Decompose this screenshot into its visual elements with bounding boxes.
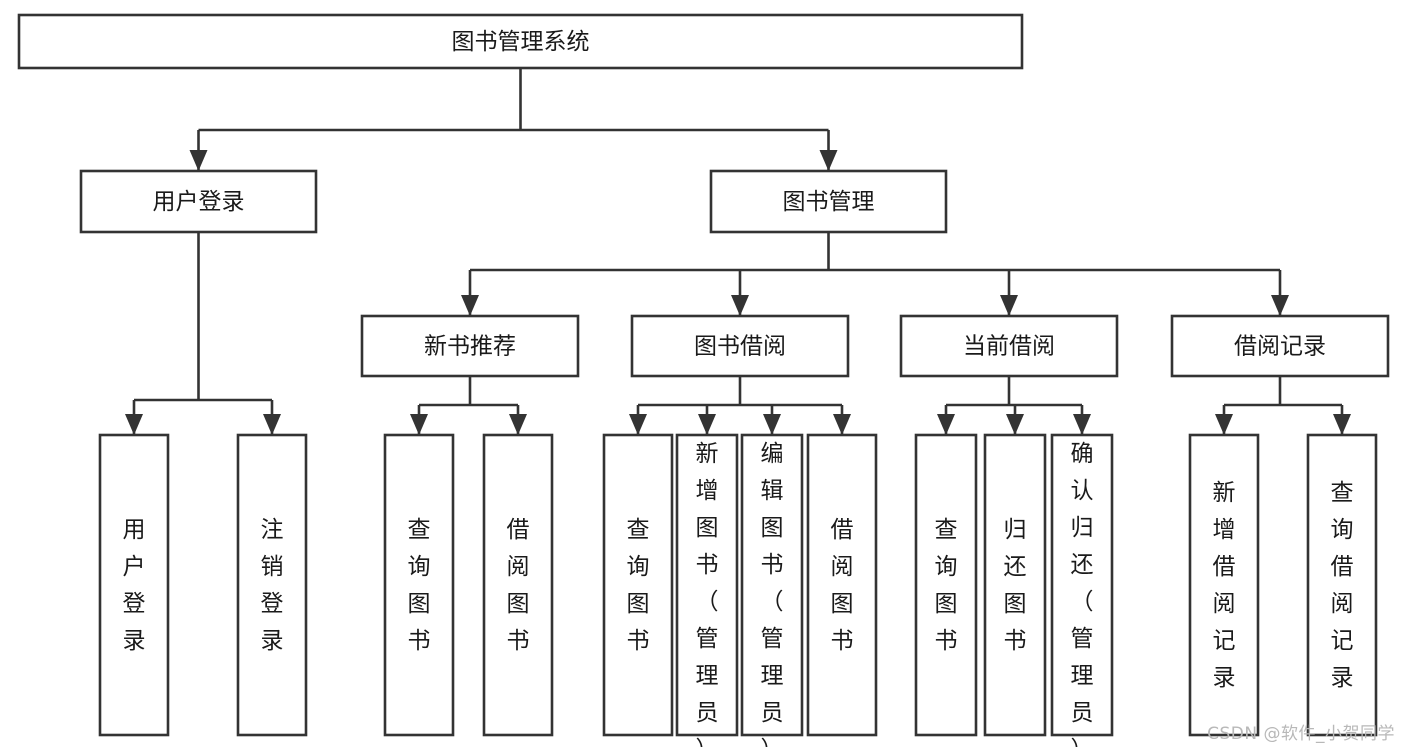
arrow-head-icon [937, 414, 955, 435]
node-box-leaf-query-book-cb [914, 433, 978, 737]
node-leaf-user-login[interactable]: 用户登录 [98, 433, 170, 737]
node-label-leaf-edit-book: 编辑图书（管理员） [761, 441, 784, 747]
arrow-head-icon [1333, 414, 1351, 435]
node-leaf-query-book-cb[interactable]: 查询图书 [914, 433, 978, 737]
arrow-head-icon [410, 414, 428, 435]
node-label-current-borrow: 当前借阅 [963, 334, 1055, 360]
node-leaf-add-book[interactable]: 新增图书（管理员） [675, 433, 739, 747]
arrow-head-icon [1006, 414, 1024, 435]
node-label-leaf-query-record: 查询借阅记录 [1331, 480, 1354, 691]
arrow-head-icon [461, 295, 479, 316]
node-box-root [17, 13, 1024, 70]
node-label-new-book-recommend: 新书推荐 [424, 334, 516, 360]
node-leaf-return-book[interactable]: 归还图书 [983, 433, 1047, 737]
node-box-borrow-record [1170, 314, 1390, 378]
node-label-leaf-confirm-return: 确认归还（管理员） [1071, 441, 1094, 747]
node-label-leaf-add-record: 新增借阅记录 [1213, 480, 1236, 691]
node-label-book-borrow: 图书借阅 [694, 334, 786, 360]
node-label-leaf-query-book-bb: 查询图书 [627, 517, 650, 654]
node-user-login[interactable]: 用户登录 [79, 169, 318, 234]
node-label-leaf-query-book-cb: 查询图书 [935, 517, 958, 654]
arrow-head-icon [1215, 414, 1233, 435]
connector-lines-layer [125, 68, 1351, 435]
node-leaf-borrow-book-bb[interactable]: 借阅图书 [806, 433, 878, 737]
arrow-head-icon [731, 295, 749, 316]
arrow-head-icon [763, 414, 781, 435]
node-label-user-login: 用户登录 [153, 189, 245, 215]
node-box-leaf-query-book-nb [383, 433, 455, 737]
node-current-borrow[interactable]: 当前借阅 [899, 314, 1119, 378]
arrow-head-icon [698, 414, 716, 435]
arrow-head-icon [833, 414, 851, 435]
node-box-leaf-user-login [98, 433, 170, 737]
node-leaf-edit-book[interactable]: 编辑图书（管理员） [740, 433, 804, 747]
node-label-leaf-add-book: 新增图书（管理员） [696, 441, 719, 747]
arrow-head-icon [1000, 295, 1018, 316]
arrow-head-icon [1073, 414, 1091, 435]
arrow-head-icon [629, 414, 647, 435]
node-box-leaf-borrow-book-nb [482, 433, 554, 737]
node-borrow-record[interactable]: 借阅记录 [1170, 314, 1390, 378]
node-label-borrow-record: 借阅记录 [1234, 334, 1326, 360]
node-label-root: 图书管理系统 [452, 29, 590, 55]
node-box-leaf-query-book-bb [602, 433, 674, 737]
node-leaf-query-book-nb[interactable]: 查询图书 [383, 433, 455, 737]
node-label-leaf-user-logout: 注销登录 [261, 517, 284, 654]
node-box-leaf-query-record [1306, 433, 1378, 737]
node-box-leaf-add-record [1188, 433, 1260, 737]
node-box-book-management [709, 169, 948, 234]
node-leaf-add-record[interactable]: 新增借阅记录 [1188, 433, 1260, 737]
node-box-leaf-borrow-book-bb [806, 433, 878, 737]
node-box-leaf-add-book [675, 433, 739, 737]
arrow-head-icon [819, 150, 838, 171]
node-box-leaf-edit-book [740, 433, 804, 737]
node-label-leaf-return-book: 归还图书 [1004, 517, 1027, 654]
node-box-leaf-return-book [983, 433, 1047, 737]
node-root[interactable]: 图书管理系统 [17, 13, 1024, 70]
node-box-leaf-user-logout [236, 433, 308, 737]
node-book-management[interactable]: 图书管理 [709, 169, 948, 234]
node-leaf-confirm-return[interactable]: 确认归还（管理员） [1050, 433, 1114, 747]
node-box-leaf-confirm-return [1050, 433, 1114, 737]
node-label-leaf-borrow-book-nb: 借阅图书 [507, 517, 530, 654]
node-box-user-login [79, 169, 318, 234]
node-box-current-borrow [899, 314, 1119, 378]
node-label-leaf-user-login: 用户登录 [123, 517, 146, 654]
node-box-new-book-recommend [360, 314, 580, 378]
arrow-head-icon [509, 414, 527, 435]
node-new-book-recommend[interactable]: 新书推荐 [360, 314, 580, 378]
node-box-book-borrow [630, 314, 850, 378]
arrow-head-icon [125, 414, 143, 435]
node-leaf-query-record[interactable]: 查询借阅记录 [1306, 433, 1378, 737]
arrow-head-icon [189, 150, 208, 171]
node-label-leaf-query-book-nb: 查询图书 [408, 517, 431, 654]
node-book-borrow[interactable]: 图书借阅 [630, 314, 850, 378]
arrow-head-icon [263, 414, 281, 435]
node-leaf-query-book-bb[interactable]: 查询图书 [602, 433, 674, 737]
nodes-layer: 图书管理系统用户登录图书管理新书推荐图书借阅当前借阅借阅记录用户登录注销登录查询… [17, 13, 1390, 747]
node-label-leaf-borrow-book-bb: 借阅图书 [831, 517, 854, 654]
watermark: CSDN @软件_小贺同学 [1207, 724, 1395, 744]
node-label-book-management: 图书管理 [783, 189, 875, 215]
node-leaf-borrow-book-nb[interactable]: 借阅图书 [482, 433, 554, 737]
node-leaf-user-logout[interactable]: 注销登录 [236, 433, 308, 737]
arrow-head-icon [1271, 295, 1289, 316]
